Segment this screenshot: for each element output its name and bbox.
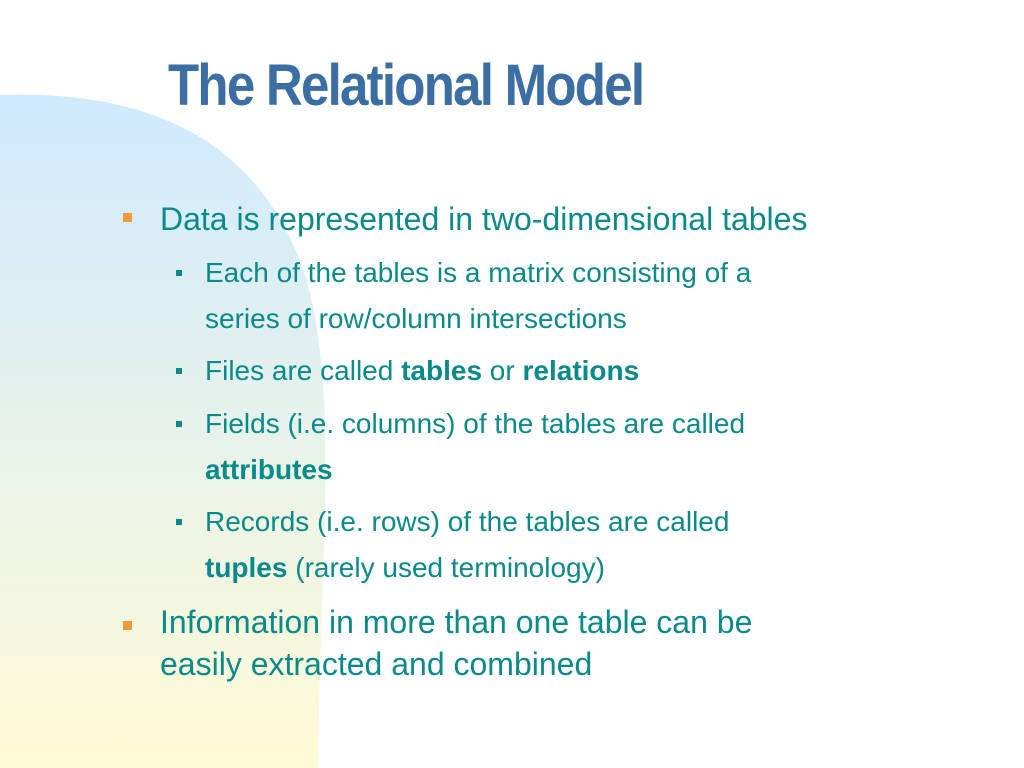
bullet-text: Data is represented in two-dimensional t… [160,201,808,237]
teal-square-icon [176,421,182,427]
orange-square-icon [123,621,132,630]
subbullet-line: Records (i.e. rows) of the tables are ca… [205,506,730,537]
term-tables: tables [401,355,483,386]
subbullet-text: Files are called [205,355,402,386]
bullet-line: easily extracted and combined [160,646,593,682]
subbullet-text: (rarely used terminology) [287,552,605,583]
bullet-line: Information in more than one table can b… [160,604,753,640]
teal-square-icon [176,368,182,374]
term-relations: relations [522,355,640,386]
subbullet-text: or [482,355,523,386]
teal-square-icon [176,519,182,525]
slide-title: The Relational Model [168,53,645,118]
term-tuples: tuples [205,552,288,583]
bullet-data-representation: Data is represented in two-dimensional t… [160,198,980,240]
subbullet-line: series of row/column intersections [205,303,627,334]
subbullet-line: Each of the tables is a matrix consistin… [205,257,752,288]
subbullet-matrix: Each of the tables is a matrix consistin… [205,250,965,342]
bullet-information-combined: Information in more than one table can b… [160,601,980,685]
subbullet-files: Files are called tables or relations [205,348,965,394]
orange-square-icon [123,213,132,222]
subbullet-records: Records (i.e. rows) of the tables are ca… [205,499,965,591]
subbullet-fields: Fields (i.e. columns) of the tables are … [205,401,965,493]
subbullet-line: Fields (i.e. columns) of the tables are … [205,408,746,439]
teal-square-icon [176,270,182,276]
term-attributes: attributes [205,454,333,485]
